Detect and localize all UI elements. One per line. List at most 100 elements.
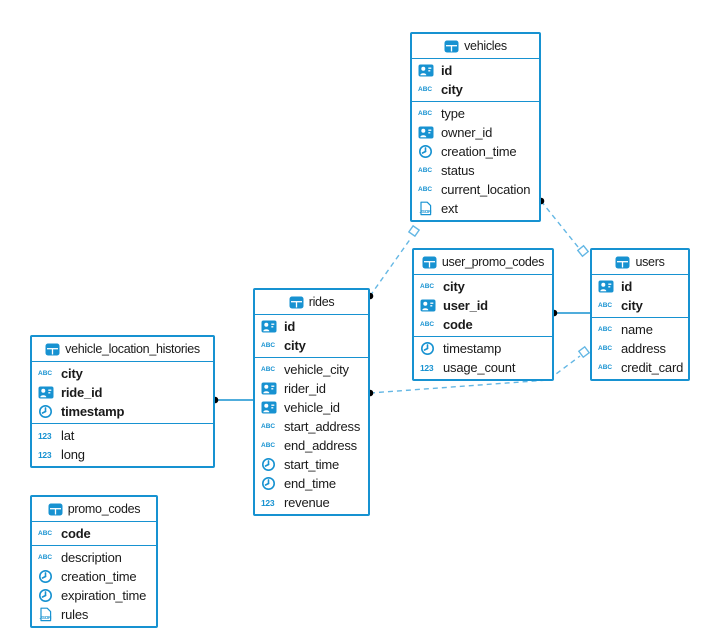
field-label: id <box>621 279 633 294</box>
table-name: vehicle_location_histories <box>65 342 200 356</box>
table-header-promo_codes[interactable]: promo_codes <box>32 497 156 522</box>
field-row-rides-rider_id[interactable]: rider_id <box>255 379 368 398</box>
field-row-vehicles-owner_id[interactable]: owner_id <box>412 123 539 142</box>
table-name: vehicles <box>464 39 507 53</box>
field-row-vehicle_location_histories-timestamp[interactable]: timestamp <box>32 402 213 421</box>
field-label: city <box>621 298 643 313</box>
table-header-users[interactable]: users <box>592 250 688 275</box>
field-label: description <box>61 550 122 565</box>
field-label: city <box>443 279 465 294</box>
table-grid-icon <box>422 256 437 269</box>
abc-text-icon: ABC <box>38 554 53 561</box>
field-label: end_time <box>284 476 336 491</box>
field-row-user_promo_codes-code[interactable]: ABC code <box>414 315 552 334</box>
field-row-users-credit_card[interactable]: ABC credit_card <box>592 358 688 377</box>
field-label: address <box>621 341 666 356</box>
relationship-vehicles-users[interactable] <box>540 200 579 248</box>
field-label: id <box>441 63 453 78</box>
field-label: expiration_time <box>61 588 147 603</box>
id-card-icon <box>261 382 279 395</box>
field-row-user_promo_codes-timestamp[interactable]: timestamp <box>414 339 552 358</box>
one-endpoint-square-icon <box>576 244 590 258</box>
field-label: start_address <box>284 419 361 434</box>
fields-section: ABC description creation_time expiration_… <box>32 546 156 626</box>
abc-text-icon: ABC <box>598 364 613 371</box>
table-header-vehicle_location_histories[interactable]: vehicle_location_histories <box>32 337 213 362</box>
field-row-vehicles-creation_time[interactable]: creation_time <box>412 142 539 161</box>
table-grid-icon <box>444 40 459 53</box>
field-row-promo_codes-rules[interactable]: JSON rules <box>32 605 156 624</box>
table-grid-icon <box>45 343 60 356</box>
field-row-promo_codes-creation_time[interactable]: creation_time <box>32 567 156 586</box>
field-row-rides-start_time[interactable]: start_time <box>255 455 368 474</box>
abc-text-icon: ABC <box>261 342 276 349</box>
field-row-promo_codes-expiration_time[interactable]: expiration_time <box>32 586 156 605</box>
field-row-user_promo_codes-usage_count[interactable]: 123 usage_count <box>414 358 552 377</box>
table-header-vehicles[interactable]: vehicles <box>412 34 539 59</box>
field-label: long <box>61 447 85 462</box>
field-label: usage_count <box>443 360 516 375</box>
id-card-icon <box>418 64 436 77</box>
field-label: type <box>441 106 465 121</box>
field-row-vehicles-id[interactable]: id <box>412 61 539 80</box>
abc-text-icon: ABC <box>598 326 613 333</box>
field-row-rides-id[interactable]: id <box>255 317 368 336</box>
field-row-rides-vehicle_id[interactable]: vehicle_id <box>255 398 368 417</box>
relationship-rides-vehicles[interactable] <box>369 237 412 297</box>
field-row-promo_codes-code[interactable]: ABC code <box>32 524 156 543</box>
table-header-rides[interactable]: rides <box>255 290 368 315</box>
field-row-vehicle_location_histories-ride_id[interactable]: ride_id <box>32 383 213 402</box>
clock-icon <box>261 476 279 491</box>
field-row-vehicles-ext[interactable]: JSON ext <box>412 199 539 218</box>
table-name: user_promo_codes <box>441 255 545 269</box>
field-label: code <box>61 526 91 541</box>
table-name: promo_codes <box>67 502 141 516</box>
123-number-icon: 123 <box>261 497 275 508</box>
id-card-icon <box>418 126 436 139</box>
abc-text-icon: ABC <box>38 530 53 537</box>
123-number-icon: 123 <box>420 362 434 373</box>
field-label: rules <box>61 607 89 622</box>
svg-text:JSON: JSON <box>40 615 53 620</box>
field-label: code <box>443 317 473 332</box>
field-row-promo_codes-description[interactable]: ABC description <box>32 548 156 567</box>
field-row-users-id[interactable]: id <box>592 277 688 296</box>
fields-section: timestamp 123 usage_count <box>414 337 552 379</box>
field-row-rides-revenue[interactable]: 123 revenue <box>255 493 368 512</box>
table-header-user_promo_codes[interactable]: user_promo_codes <box>414 250 552 275</box>
abc-text-icon: ABC <box>420 321 435 328</box>
field-row-user_promo_codes-user_id[interactable]: user_id <box>414 296 552 315</box>
abc-text-icon: ABC <box>418 186 433 193</box>
field-row-rides-end_time[interactable]: end_time <box>255 474 368 493</box>
field-label: revenue <box>284 495 330 510</box>
field-label: credit_card <box>621 360 684 375</box>
svg-text:JSON: JSON <box>420 209 433 214</box>
field-label: timestamp <box>61 404 125 419</box>
one-endpoint-square-icon <box>577 345 591 359</box>
field-label: vehicle_city <box>284 362 349 377</box>
